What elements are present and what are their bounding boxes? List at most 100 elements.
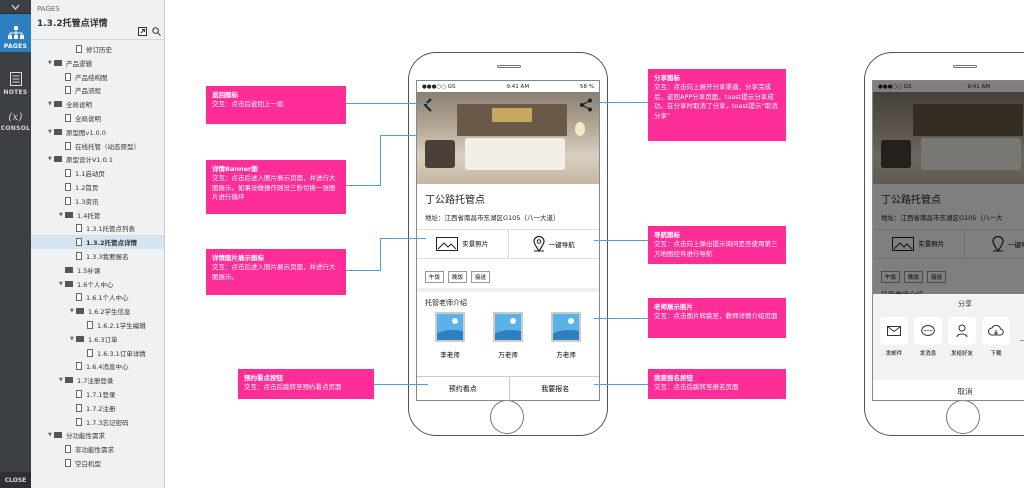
service-tags: 午饭晚饭接送 — [417, 259, 599, 288]
annotation-body: 交互：点击后跳转至预约看点页面 — [244, 383, 342, 392]
photo-gallery-button[interactable]: 实景照片 — [417, 230, 509, 258]
book-visit-button[interactable]: 预约看点 — [417, 377, 510, 400]
phone-speaker — [953, 65, 977, 68]
tree-item[interactable]: ▼全局说明 — [31, 97, 164, 111]
tree-item[interactable]: 1.7.3忘记密码 — [31, 415, 164, 429]
connector-line — [380, 238, 381, 271]
teacher-photo[interactable] — [551, 312, 581, 342]
tree-item[interactable]: ▼原型设计V1.0.1 — [31, 152, 164, 166]
signup-button[interactable]: 我要报名 — [541, 384, 570, 393]
tree-item-label: 非功能性需求 — [75, 446, 114, 455]
tree-item-label: 修订历史 — [86, 46, 112, 54]
share-email-label: 发邮件 — [885, 351, 903, 357]
phone-screen: ●●●○○ GS 9:41 AM 58 % 丁公路托管点 地址：江西省南昌市东湖… — [416, 80, 600, 401]
expand-chevron-icon[interactable]: ▼ — [59, 377, 63, 384]
teacher-card[interactable]: 万老师 — [493, 312, 523, 359]
tree-item-label: 1.6.3.1订单详情 — [97, 349, 146, 358]
expand-chevron-icon[interactable]: ▼ — [48, 156, 52, 163]
tree-item[interactable]: 1.3.1托管点列表 — [31, 221, 164, 235]
tree-item-label: 原型图v1.0.0 — [66, 128, 106, 137]
teacher-card[interactable]: 方老师 — [551, 312, 581, 359]
navigate-button[interactable]: 一键导航 — [509, 230, 600, 258]
tree-item[interactable]: 空白机型 — [31, 456, 164, 470]
tree-item[interactable]: ▼ 原型图v1.0.0 — [31, 125, 164, 139]
tree-item[interactable]: 1.5补课 — [31, 263, 164, 277]
tree-item-label: 1.7.3忘记密码 — [86, 418, 129, 427]
connector-line — [380, 135, 381, 186]
tree-item-label: 1.7.1登录 — [86, 391, 116, 399]
expand-chevron-icon[interactable]: ▼ — [70, 335, 74, 342]
expand-chevron-icon[interactable]: ▼ — [59, 280, 63, 287]
tree-item[interactable]: 全局说明 — [31, 111, 164, 125]
teacher-card[interactable]: 李老师 — [435, 312, 465, 359]
tree-item-label: 空白机型 — [75, 460, 101, 468]
expand-chevron-icon[interactable]: ▼ — [48, 101, 52, 108]
connector-line — [374, 384, 428, 385]
tree-item[interactable]: 1.6.3.1订单详情 — [31, 346, 164, 360]
tree-item[interactable]: 1.3资讯 — [31, 194, 164, 208]
tree-item-label: 产品结构图 — [75, 73, 108, 82]
page-icon — [65, 114, 71, 122]
tree-item[interactable]: 1.6.4消息中心 — [31, 359, 164, 373]
annotation-signup: 我要报名按钮交互：点击后跳转至报名页面 — [648, 369, 786, 399]
tree-item-label: 产品逻辑 — [66, 59, 92, 68]
connector-line — [346, 103, 428, 104]
share-message[interactable]: 发消息 — [911, 317, 945, 357]
tree-item[interactable]: ▼1.4托管 — [31, 208, 164, 222]
back-chevron-icon[interactable] — [423, 98, 433, 112]
expand-chevron-icon[interactable]: ▼ — [70, 308, 74, 315]
tree-item[interactable]: 非功能性需求 — [31, 442, 164, 456]
tree-item[interactable]: 修订历史 — [31, 42, 164, 56]
pages-tab[interactable]: PAGES — [0, 14, 31, 52]
expand-chevron-icon[interactable]: ▼ — [59, 211, 63, 218]
folder-icon — [65, 266, 73, 273]
share-cancel-button[interactable]: 取消 — [873, 380, 1024, 400]
expand-chevron-icon[interactable]: ▼ — [48, 128, 52, 135]
tag-dinner: 晚饭 — [448, 271, 468, 283]
tree-item[interactable]: ▼1.6个人中心 — [31, 277, 164, 291]
tree-item[interactable]: 1.1启动页 — [31, 166, 164, 180]
share-download[interactable]: 下载 — [979, 317, 1013, 357]
tree-item[interactable]: 产品流程 — [31, 83, 164, 97]
export-icon[interactable] — [138, 27, 147, 36]
phone-home-button — [490, 400, 524, 434]
banner-bed — [465, 138, 565, 170]
banner-art — [492, 108, 532, 122]
tree-item[interactable]: 1.6.1个人中心 — [31, 290, 164, 304]
tree-item[interactable]: 1.2首页 — [31, 180, 164, 194]
tree-item[interactable]: 1.3.3我要报名 — [31, 249, 164, 263]
teacher-photo[interactable] — [493, 312, 523, 342]
tree-item[interactable]: ▼1.6.3订单 — [31, 332, 164, 346]
tree-item[interactable]: ▼ 1.7注册登录 — [31, 373, 164, 387]
tree-item[interactable]: 在线托管（动态原型） — [31, 139, 164, 153]
tree-item-label: 1.7注册登录 — [77, 377, 114, 386]
page-icon — [65, 169, 71, 178]
share-email[interactable]: 发邮件 — [877, 317, 911, 357]
tree-item[interactable]: 1.6.2.1学生编辑 — [31, 318, 164, 332]
teacher-name: 李老师 — [440, 351, 460, 359]
close-button[interactable]: CLOSE — [0, 472, 31, 488]
annotation-title: 导航图标 — [654, 231, 680, 239]
search-icon[interactable] — [152, 27, 161, 36]
phone-frame-share: ●●●○○ GS 9:41 AM 丁公路托管点 地址：江西省南昌市东湖区G105… — [864, 52, 1024, 436]
connector-line — [380, 135, 416, 136]
annotation-share: 分享图标交互：点击向上展开分享渠道，分享完成后，返回APP分享页面，toast提… — [648, 69, 786, 141]
tree-item[interactable]: 1.7.2注册 — [31, 401, 164, 415]
expand-chevron-icon[interactable]: ▼ — [48, 432, 52, 439]
tree-item[interactable]: 1.7.1登录 — [31, 387, 164, 401]
teacher-photo[interactable] — [435, 312, 465, 342]
share-friend[interactable]: 发给好友 — [945, 317, 979, 357]
expand-chevron-icon[interactable]: ▼ — [48, 59, 52, 66]
notes-tab[interactable]: NOTES — [0, 62, 31, 98]
tree-item[interactable]: 1.3.2托管点详情 — [31, 235, 164, 250]
tree-item[interactable]: ▼ 产品逻辑 — [31, 56, 164, 70]
tree-item[interactable]: ▼1.6.2学生信息 — [31, 304, 164, 318]
tree-item[interactable]: 产品结构图 — [31, 70, 164, 84]
phone-home-button — [946, 400, 980, 434]
share-icon[interactable] — [579, 98, 593, 112]
collapse-chevron-icon[interactable] — [0, 0, 31, 14]
hotel-banner-image[interactable] — [417, 92, 599, 184]
tree-item-label: 产品流程 — [75, 87, 101, 96]
console-tab[interactable]: (x) CONSOL — [0, 98, 31, 134]
tree-item[interactable]: ▼分功能性需求 — [31, 428, 164, 442]
